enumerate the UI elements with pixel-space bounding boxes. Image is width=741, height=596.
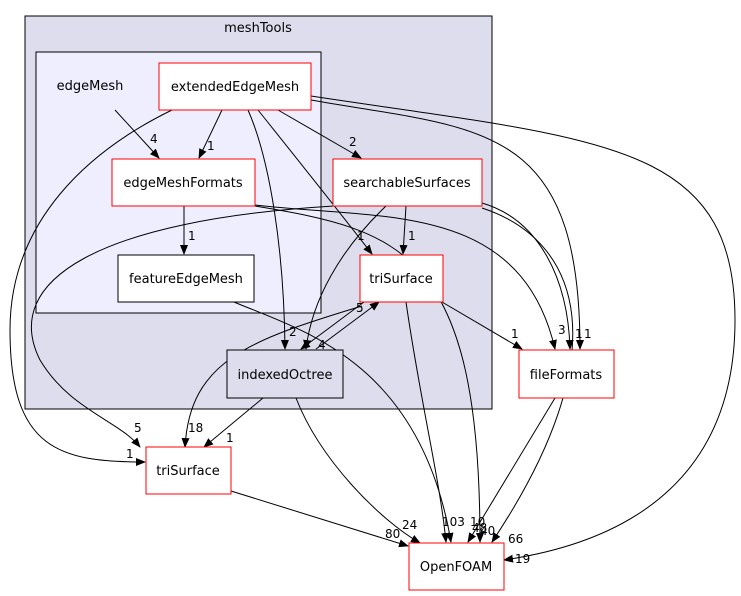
edge-triSurface-indexedOctree xyxy=(300,301,365,350)
edge-featureEdgeMesh-OpenFOAM xyxy=(233,301,454,543)
edge-label: 80 xyxy=(385,527,400,541)
node-fileFormats[interactable]: fileFormats xyxy=(518,349,615,399)
edge-label: 5 xyxy=(134,421,142,435)
edge-label: 40 xyxy=(480,524,495,538)
edge-label: 48 xyxy=(472,521,487,535)
edge-fileFormats-OpenFOAM xyxy=(467,397,556,543)
edge-label: 1 xyxy=(584,327,592,341)
edge-label: 3 xyxy=(558,323,566,337)
node-indexedOctree[interactable]: indexedOctree xyxy=(226,349,344,399)
node-fileFormats-label: fileFormats xyxy=(530,368,603,383)
edge-label: 4 xyxy=(318,338,326,352)
edge-label: 103 xyxy=(442,515,465,529)
node-searchableSurfaces[interactable]: searchableSurfaces xyxy=(332,158,483,207)
edge-label: 1 xyxy=(408,229,416,243)
edge-triSurfaceOuter-OpenFOAM xyxy=(230,490,409,548)
cluster-edgeMesh-label: edgeMesh xyxy=(57,79,124,94)
node-triSurface-outer[interactable]: triSurface xyxy=(145,446,232,495)
edge-searchableSurfaces-OpenFOAM xyxy=(481,207,574,543)
edges xyxy=(9,95,736,563)
edge-label: 4 xyxy=(150,132,158,146)
edge-searchableSurfaces-triSurface xyxy=(399,205,408,255)
node-featureEdgeMesh-label: featureEdgeMesh xyxy=(129,272,243,287)
edge-extendedEdgeMesh-edgeMeshFormats xyxy=(198,109,223,159)
edge-edgeMesh-edgeMeshFormats xyxy=(114,109,160,159)
node-extendedEdgeMesh-label: extendedEdgeMesh xyxy=(171,80,299,95)
edge-extendedEdgeMesh-OpenFOAM xyxy=(310,95,736,563)
edge-label: 1 xyxy=(575,327,583,341)
edge-triSurface-fileFormats xyxy=(441,301,523,350)
node-OpenFOAM[interactable]: OpenFOAM xyxy=(408,542,505,591)
edge-label: 2 xyxy=(349,135,357,149)
edge-extendedEdgeMesh-searchableSurfaces xyxy=(277,109,362,159)
edge-label: 10 xyxy=(470,515,485,529)
edge-extendedEdgeMesh-triSurfaceOuter xyxy=(9,109,173,466)
edge-label: 1 xyxy=(511,327,519,341)
node-triSurface-outer-label: triSurface xyxy=(156,464,220,479)
edge-searchableSurfaces-fileFormats xyxy=(481,202,574,350)
edge-label: 66 xyxy=(508,532,523,546)
edge-indexedOctree-triSurface xyxy=(315,301,380,350)
node-OpenFOAM-label: OpenFOAM xyxy=(420,560,492,575)
node-featureEdgeMesh[interactable]: featureEdgeMesh xyxy=(117,254,255,303)
edge-edgeMeshFormats-fileFormats xyxy=(254,204,557,350)
node-triSurface-inner[interactable]: triSurface xyxy=(359,254,444,303)
edge-extendedEdgeMesh-fileFormats xyxy=(310,99,584,350)
edge-label: 1 xyxy=(357,229,365,243)
edge-label: 18 xyxy=(188,421,203,435)
edge-label: 24 xyxy=(402,518,417,532)
node-indexedOctree-label: indexedOctree xyxy=(238,368,333,383)
edge-label: 1 xyxy=(226,431,234,445)
node-triSurface-inner-label: triSurface xyxy=(369,272,433,287)
edge-label: 5 xyxy=(356,301,364,315)
edge-indexedOctree-triSurfaceOuter xyxy=(203,397,264,448)
edge-label: 19 xyxy=(515,552,530,566)
edge-label: 2 xyxy=(289,325,297,339)
edge-searchableSurfaces-triSurfaceOuter xyxy=(30,205,335,448)
edge-labels: 4 1 2 1 1 1 2 4 5 1 3 1 1 5 18 1 1 80 24… xyxy=(126,132,592,566)
node-edgeMeshFormats-label: edgeMeshFormats xyxy=(123,176,243,191)
edge-label: 1 xyxy=(126,447,134,461)
edge-triSurface-OpenFOAM xyxy=(405,301,450,543)
node-extendedEdgeMesh[interactable]: extendedEdgeMesh xyxy=(158,62,312,111)
cluster-meshTools-label: meshTools xyxy=(224,21,292,36)
edge-searchableSurfaces-indexedOctree xyxy=(303,205,387,350)
edge-label: 1 xyxy=(188,229,196,243)
edge-extendedEdgeMesh-triSurface xyxy=(257,109,373,255)
node-edgeMeshFormats[interactable]: edgeMeshFormats xyxy=(111,158,256,207)
edge-indexedOctree-OpenFOAM xyxy=(295,397,421,544)
edge-label: 1 xyxy=(207,139,215,153)
node-searchableSurfaces-label: searchableSurfaces xyxy=(343,176,471,191)
